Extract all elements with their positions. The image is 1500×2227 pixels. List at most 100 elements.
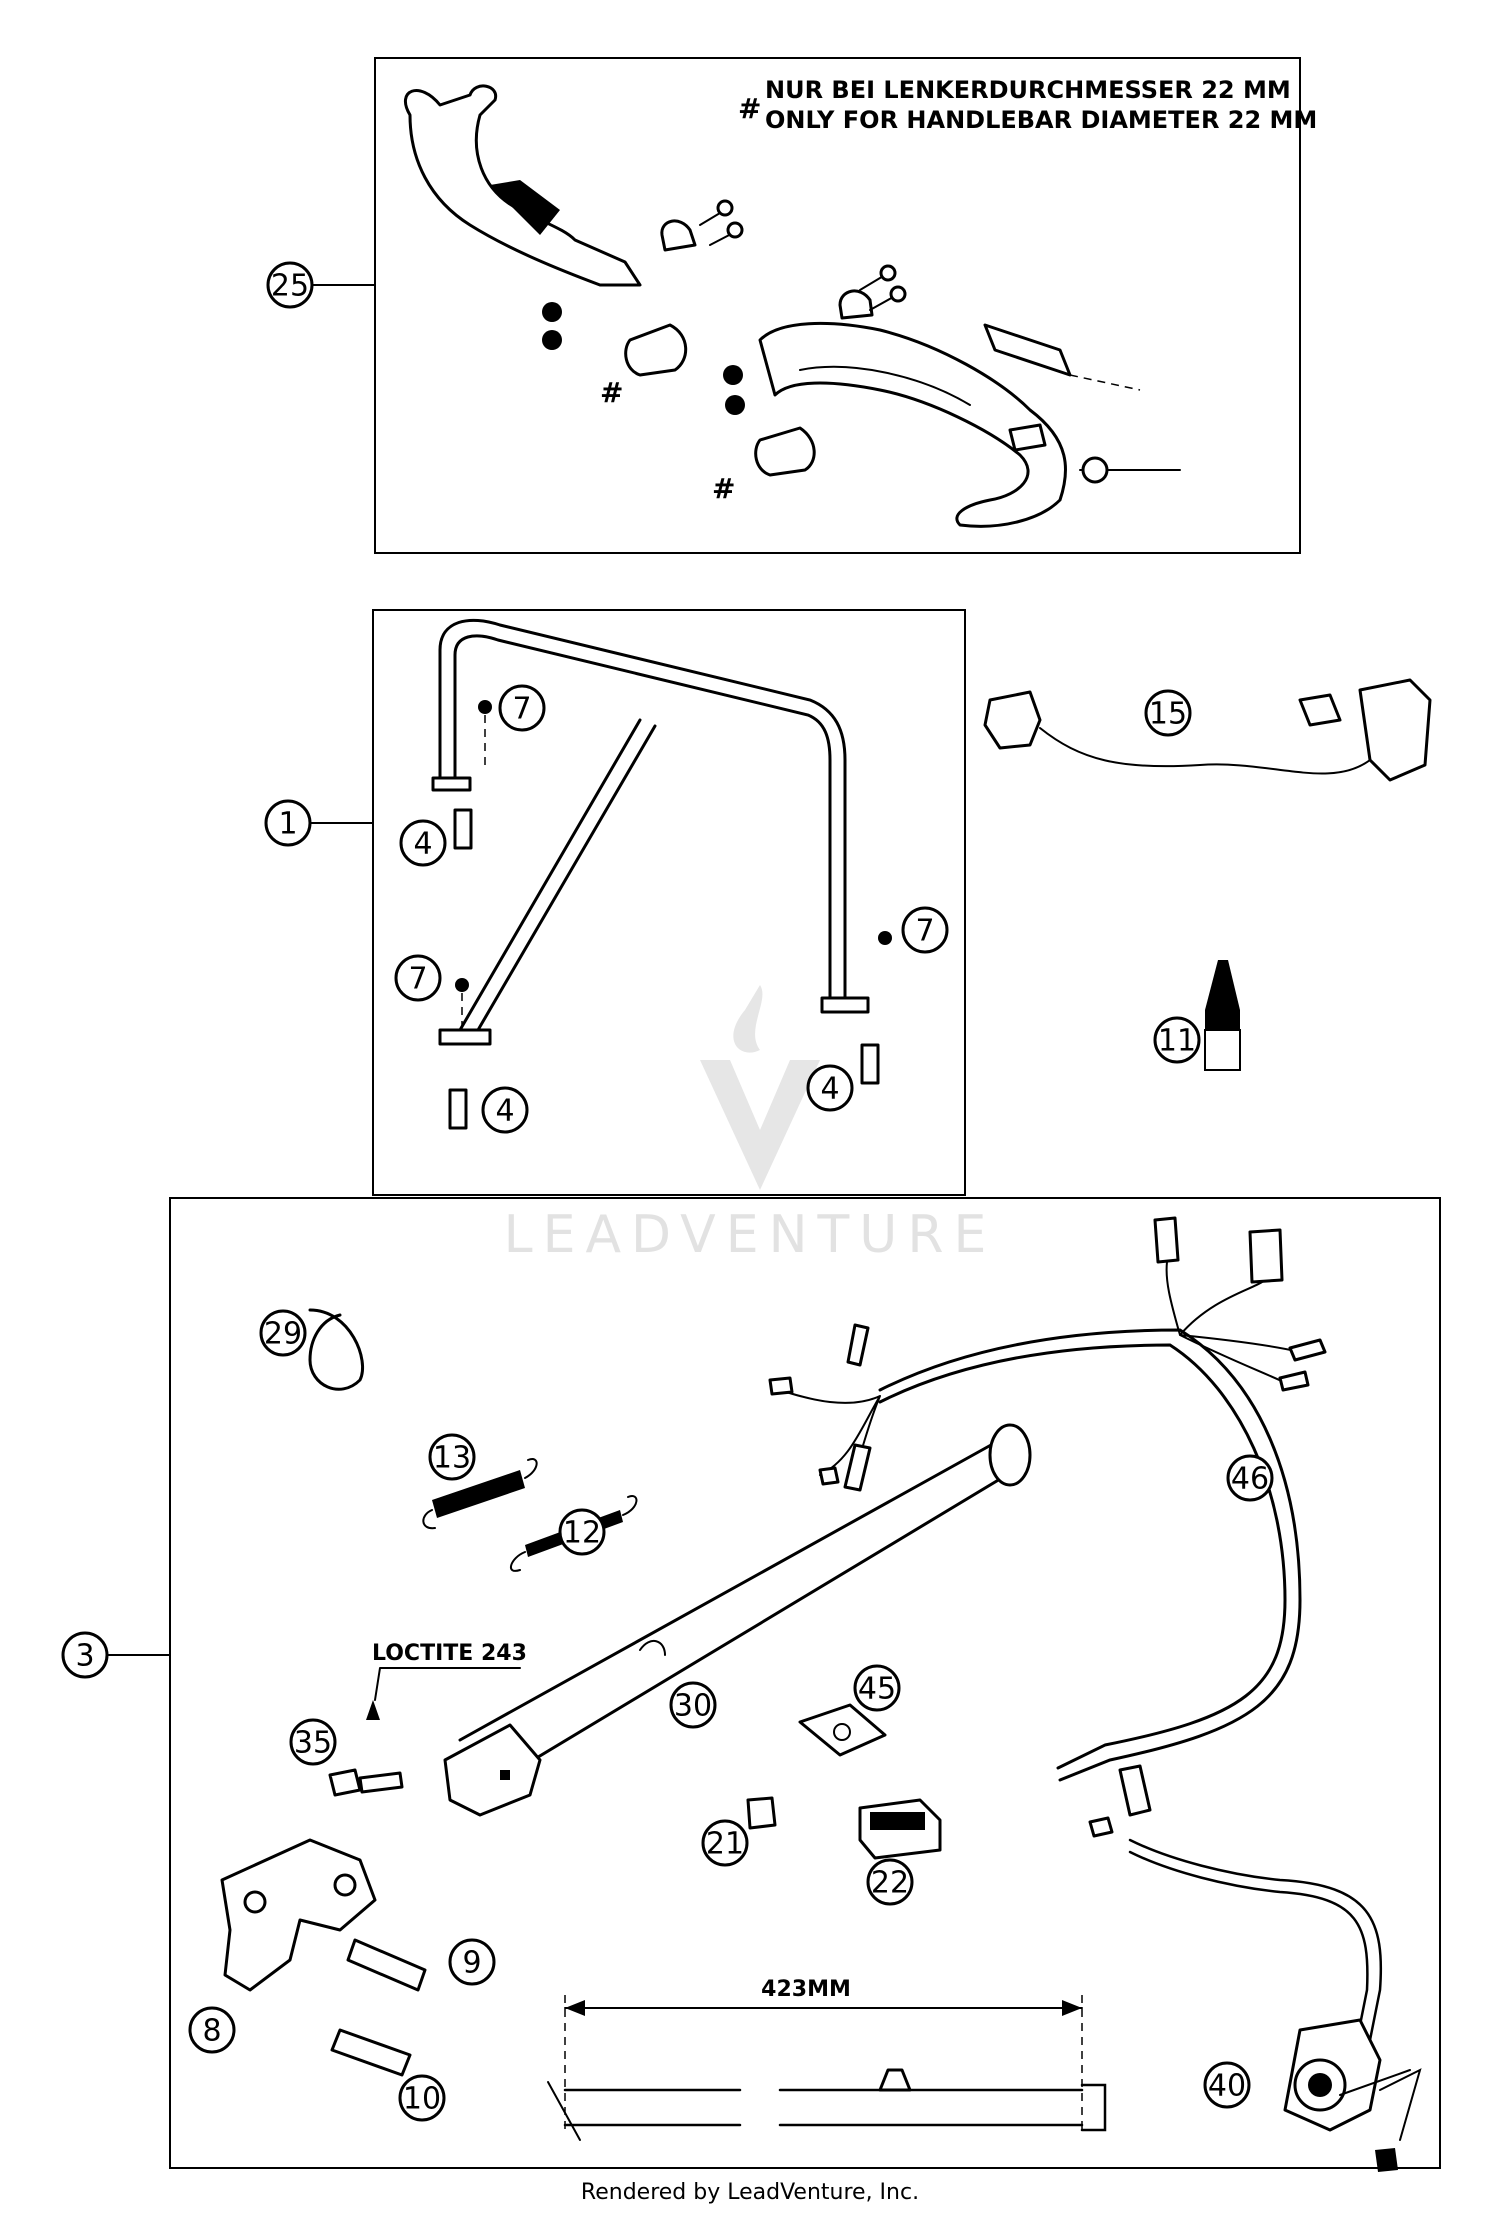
clamp-upper-left xyxy=(660,219,697,252)
callout-7-c: 7 xyxy=(394,954,442,1002)
clamp-right-insert xyxy=(754,426,816,477)
cable-15-wire xyxy=(1039,727,1371,775)
callout-12: 12 xyxy=(558,1508,606,1556)
wiring-harness-inner xyxy=(878,1343,1287,1770)
svg-text:3: 3 xyxy=(75,1639,94,1674)
callout-30: 30 xyxy=(669,1681,717,1729)
left-guard-shade xyxy=(490,180,560,235)
spring-13-hooks xyxy=(422,1458,538,1530)
hand-guard-group: 25 # NUR BEI LENKERDURCHMESSER 22 MM ONL… xyxy=(266,57,1317,554)
loctite-drop xyxy=(366,1700,380,1720)
svg-text:1: 1 xyxy=(278,807,297,842)
cable-tie xyxy=(308,1308,365,1391)
cable-15-connector xyxy=(983,690,1042,750)
callout-15: 15 xyxy=(1144,689,1192,737)
bar-foot-2 xyxy=(820,996,870,1014)
loctite-leader xyxy=(374,1667,521,1701)
svg-text:13: 13 xyxy=(433,1441,471,1476)
svg-text:21: 21 xyxy=(706,1827,744,1862)
side-stand-side-end xyxy=(547,2081,581,2141)
side-stand-tab xyxy=(639,1640,666,1656)
hash-left-insert: # xyxy=(600,376,623,409)
side-stand-side-view xyxy=(563,2083,1107,2132)
footer-credit: Rendered by LeadVenture, Inc. xyxy=(580,2180,920,2205)
callout-22: 22 xyxy=(866,1858,914,1906)
side-stand-foot xyxy=(443,1723,542,1817)
note-hash: # xyxy=(738,92,761,125)
guard-nut-4 xyxy=(725,395,745,415)
bolt-35 xyxy=(328,1768,404,1797)
callout-4-b: 4 xyxy=(806,1064,854,1112)
connector-22-top xyxy=(870,1812,925,1830)
svg-text:7: 7 xyxy=(512,692,531,727)
spacer-4-c xyxy=(448,1088,468,1130)
note-line-2: ONLY FOR HANDLEBAR DIAMETER 22 MM xyxy=(765,106,1317,134)
side-stand-foot-slot xyxy=(500,1770,510,1780)
guard-nut-1 xyxy=(542,302,562,322)
callout-21: 21 xyxy=(701,1819,749,1867)
sensor-ring-center xyxy=(1308,2073,1332,2097)
hash-right-insert: # xyxy=(712,472,735,505)
clamp-left-insert xyxy=(624,323,688,377)
callout-7-a: 7 xyxy=(498,684,546,732)
spacer-4-b xyxy=(860,1043,880,1085)
callout-40: 40 xyxy=(1203,2061,1251,2109)
svg-text:10: 10 xyxy=(403,2082,441,2117)
harness-plug-left xyxy=(768,1323,872,1492)
callout-25: 25 xyxy=(266,261,314,309)
svg-text:11: 11 xyxy=(1158,1024,1196,1059)
handlebar-end xyxy=(983,323,1072,377)
callout-9: 9 xyxy=(448,1938,496,1986)
screw-7-b xyxy=(878,931,892,945)
dimension-arrow-right xyxy=(1062,2000,1082,2016)
svg-text:8: 8 xyxy=(202,2014,221,2049)
callout-4-c: 4 xyxy=(481,1086,529,1134)
bar-foot-3 xyxy=(438,1028,492,1046)
cable-15-group: 15 xyxy=(983,678,1432,782)
svg-text:29: 29 xyxy=(264,1317,302,1352)
support-bar-group: 1 7 4 7 7 4 4 xyxy=(264,609,966,1196)
svg-text:45: 45 xyxy=(858,1672,896,1707)
harness-plug-right xyxy=(1278,1338,1327,1392)
harness-branch-top xyxy=(1165,1261,1301,1386)
note-line-1: NUR BEI LENKERDURCHMESSER 22 MM xyxy=(765,76,1291,104)
handlebar-dash xyxy=(1069,374,1141,391)
sensor-cable-inner xyxy=(1128,1850,1369,2037)
svg-text:25: 25 xyxy=(271,269,309,304)
guard-washer xyxy=(1081,456,1109,484)
watermark: LEADVENTURE xyxy=(504,985,986,1265)
hand-guard-frame xyxy=(374,57,1301,554)
spring-13 xyxy=(432,1470,525,1518)
cable-15-lamp xyxy=(1358,678,1432,782)
right-hand-guard xyxy=(758,321,1067,528)
dimension-label: 423MM xyxy=(761,1977,851,2002)
wiring-harness xyxy=(878,1328,1302,1782)
sensor-plugs xyxy=(1088,1764,1152,1838)
retaining-clip xyxy=(798,1703,887,1757)
svg-text:30: 30 xyxy=(674,1689,712,1724)
side-stand-leg xyxy=(458,1438,1017,1782)
right-guard-inner xyxy=(799,365,971,406)
callout-1: 1 xyxy=(264,799,312,847)
side-stand-top-flange xyxy=(988,1423,1032,1487)
callout-10: 10 xyxy=(398,2074,446,2122)
relay-21 xyxy=(746,1796,777,1830)
callout-3: 3 xyxy=(61,1631,109,1679)
screw-7-a xyxy=(478,700,492,770)
guard-spacer xyxy=(1008,423,1047,452)
svg-text:12: 12 xyxy=(563,1516,601,1551)
u-shaped-bar-outer xyxy=(453,634,832,1002)
side-stand-side-tab xyxy=(878,2068,912,2092)
sensor-cable xyxy=(1128,1838,1383,2042)
diagonal-brace xyxy=(458,718,657,1032)
side-stand-frame xyxy=(169,1197,1441,2169)
svg-text:40: 40 xyxy=(1208,2069,1246,2104)
u-shaped-bar xyxy=(438,618,847,1002)
callout-8: 8 xyxy=(188,2006,236,2054)
callout-35: 35 xyxy=(289,1718,337,1766)
callout-4-a: 4 xyxy=(399,819,447,867)
bracket-8 xyxy=(220,1838,377,1992)
sensor-screw xyxy=(1375,2148,1398,2172)
callout-45: 45 xyxy=(853,1664,901,1712)
spacer-4-a xyxy=(453,808,473,850)
